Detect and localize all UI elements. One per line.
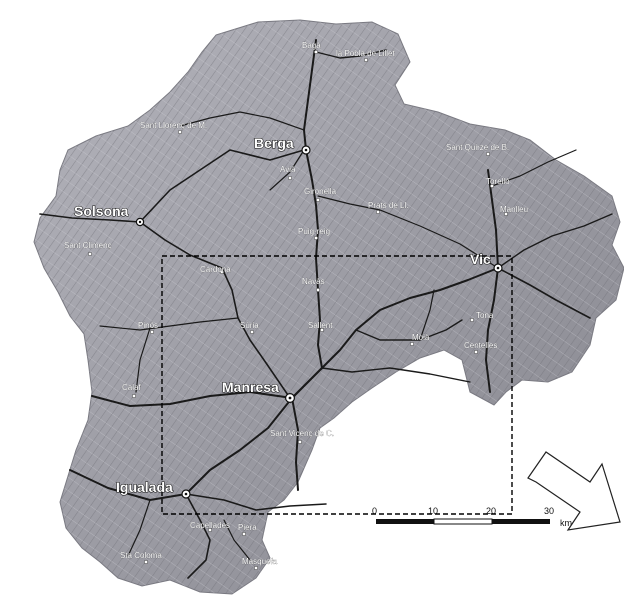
road-bagà-pobla <box>315 49 387 59</box>
label-solsona: Solsona <box>74 203 129 219</box>
road-solsona-west <box>39 213 141 223</box>
town-labels: Bagà la Pobla de Lillet Sant Llorenç de … <box>64 41 528 566</box>
town-dot-bagà <box>313 49 319 55</box>
label-capellades: Capellades <box>190 521 230 530</box>
road-vic-northeast <box>497 213 613 269</box>
road-moia-north <box>419 289 435 341</box>
road-igualada-south <box>185 493 211 579</box>
scale-tick-0: 0 <box>372 506 377 516</box>
town-dot-suria <box>249 329 255 335</box>
town-dot-capellades <box>207 527 213 533</box>
label-sant-llorenc: Sant Llorenç de M. <box>140 121 207 130</box>
town-dot-masquefa <box>253 565 259 571</box>
circle-dot-icon <box>181 489 191 499</box>
label-calaf: Calaf <box>122 383 141 392</box>
road-vic-manresa <box>291 267 499 399</box>
road-torello-east <box>491 149 577 187</box>
label-vic: Vic <box>470 251 491 267</box>
label-sant-quirze: Sant Quirze de B. <box>446 143 509 152</box>
town-dot-piera <box>241 531 247 537</box>
label-avia: Avià <box>280 165 296 174</box>
label-navas: Navàs <box>302 277 325 286</box>
circle-dot-icon <box>301 145 311 155</box>
label-igualada: Igualada <box>116 479 173 495</box>
town-dot-navas <box>315 287 321 293</box>
scale-tick-20: 20 <box>486 506 496 516</box>
town-dot-prats <box>375 209 381 215</box>
road-c16 <box>291 39 323 399</box>
road-vic-east <box>497 267 591 319</box>
circle-dot-icon <box>285 393 296 404</box>
scale-tick-10: 10 <box>428 506 438 516</box>
road-c17 <box>485 169 499 393</box>
town-dot-pobla <box>363 57 369 63</box>
town-dot-sant-climenc <box>87 251 93 257</box>
label-puig-reig: Puig-reig <box>298 227 330 236</box>
label-sant-vicenc: Sant Vicenç de C. <box>270 429 334 438</box>
town-dot-tona <box>469 317 475 323</box>
label-masquefa: Masquefa <box>242 557 278 566</box>
label-sallent: Sallent <box>308 321 333 330</box>
label-torello: Torelló <box>486 177 510 186</box>
town-markers <box>87 49 509 571</box>
road-igualada-martorell <box>185 493 327 511</box>
road-west-pinos <box>99 317 239 331</box>
label-cardona: Cardona <box>200 265 231 274</box>
label-pinos: Pinós <box>138 321 158 330</box>
scale-tick-30: 30 <box>544 506 554 516</box>
road-gironella-prats <box>317 195 381 211</box>
town-dot-sant-vicenc <box>297 439 303 445</box>
town-dot-centelles <box>473 349 479 355</box>
label-sant-climenc: Sant Climenç <box>64 241 112 250</box>
arrow-right-down-icon <box>527 451 621 531</box>
road-manresa-east-2 <box>321 367 471 383</box>
road-berga-solsona <box>139 149 305 223</box>
road-solsona-cardona <box>139 221 291 399</box>
label-gironella: Gironella <box>304 187 337 196</box>
road-pinos-calaf <box>135 327 151 393</box>
label-piera: Piera <box>238 523 257 532</box>
road-network <box>39 39 613 579</box>
label-pobla: la Pobla de Lillet <box>336 49 395 58</box>
label-centelles: Centelles <box>464 341 497 350</box>
road-sw <box>127 499 151 557</box>
town-dot-santa-coloma <box>143 559 149 565</box>
road-avia <box>269 149 305 191</box>
road-manresa-south <box>291 397 299 491</box>
label-berga: Berga <box>254 135 294 151</box>
circle-dot-icon <box>135 217 145 227</box>
road-manresa-igualada <box>69 397 293 501</box>
scale-unit: km <box>560 518 572 528</box>
road-manresa-west <box>91 391 293 407</box>
scale-bar: 0 10 20 30 km <box>372 506 572 528</box>
town-dot-sallent <box>319 327 325 333</box>
region-territory <box>33 19 624 595</box>
label-manresa: Manresa <box>222 379 279 395</box>
town-dot-sant-llorenc <box>177 129 183 135</box>
town-dot-calaf <box>131 393 137 399</box>
town-dot-torello <box>489 183 495 189</box>
town-dot-avia <box>287 175 293 181</box>
road-berga-north-west <box>179 111 305 131</box>
label-suria: Súria <box>240 321 259 330</box>
label-santa-coloma: Sta Coloma <box>120 551 162 560</box>
label-prats: Prats de Ll. <box>368 201 408 210</box>
label-tona: Tona <box>476 311 494 320</box>
town-dot-manlleu <box>503 211 509 217</box>
town-dot-pinos <box>149 329 155 335</box>
town-dot-cardona <box>219 269 225 275</box>
town-dot-moia <box>409 341 415 347</box>
label-moia: Moià <box>412 333 430 342</box>
label-bagà: Bagà <box>302 41 321 50</box>
town-dot-sant-quirze <box>485 151 491 157</box>
circle-dot-icon <box>493 263 503 273</box>
road-piera-masquefa <box>223 519 251 561</box>
label-manlleu: Manlleu <box>500 205 528 214</box>
town-dot-puig-reig <box>313 235 319 241</box>
town-dot-gironella <box>315 197 321 203</box>
